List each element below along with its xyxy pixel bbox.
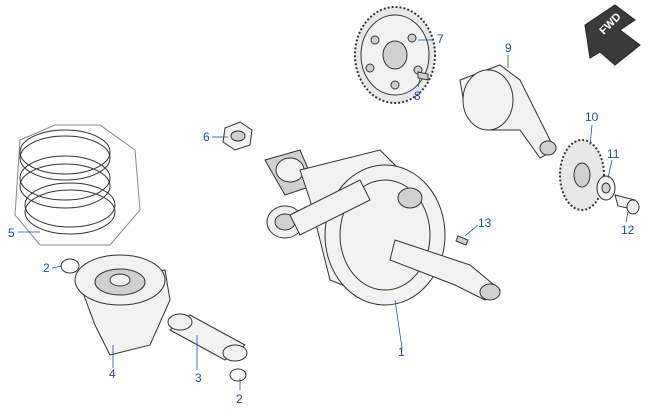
washer [596, 175, 616, 201]
callout-12: 12 [621, 223, 635, 237]
callout-11: 11 [607, 147, 620, 161]
callout-5: 5 [8, 226, 15, 240]
callout-6: 6 [203, 130, 210, 144]
piston [74, 254, 171, 356]
balancer-shaft [459, 64, 557, 159]
callout-3: 3 [195, 371, 202, 385]
forward-arrow-icon [584, 4, 641, 66]
callout-13: 13 [478, 216, 492, 230]
callout-7: 7 [437, 32, 444, 46]
callout-2-left: 2 [43, 261, 50, 275]
callout-10: 10 [585, 110, 599, 124]
piston-rings [14, 124, 141, 246]
callout-1: 1 [398, 345, 405, 359]
callout-9: 9 [505, 41, 512, 55]
circlip-left [60, 258, 80, 274]
circlip-bottom [229, 368, 247, 382]
crankshaft [264, 149, 501, 306]
balancer-gear [354, 6, 436, 104]
woodruff-key [417, 71, 429, 81]
crank-nut [222, 121, 253, 151]
callout-4: 4 [109, 367, 116, 381]
bolt [614, 194, 640, 215]
callout-8: 8 [414, 89, 421, 103]
leader-lines [18, 39, 629, 390]
drive-sprocket [559, 139, 605, 211]
piston-pin [167, 313, 248, 362]
callout-2-bottom: 2 [236, 392, 243, 406]
dowel-pin [455, 235, 469, 246]
